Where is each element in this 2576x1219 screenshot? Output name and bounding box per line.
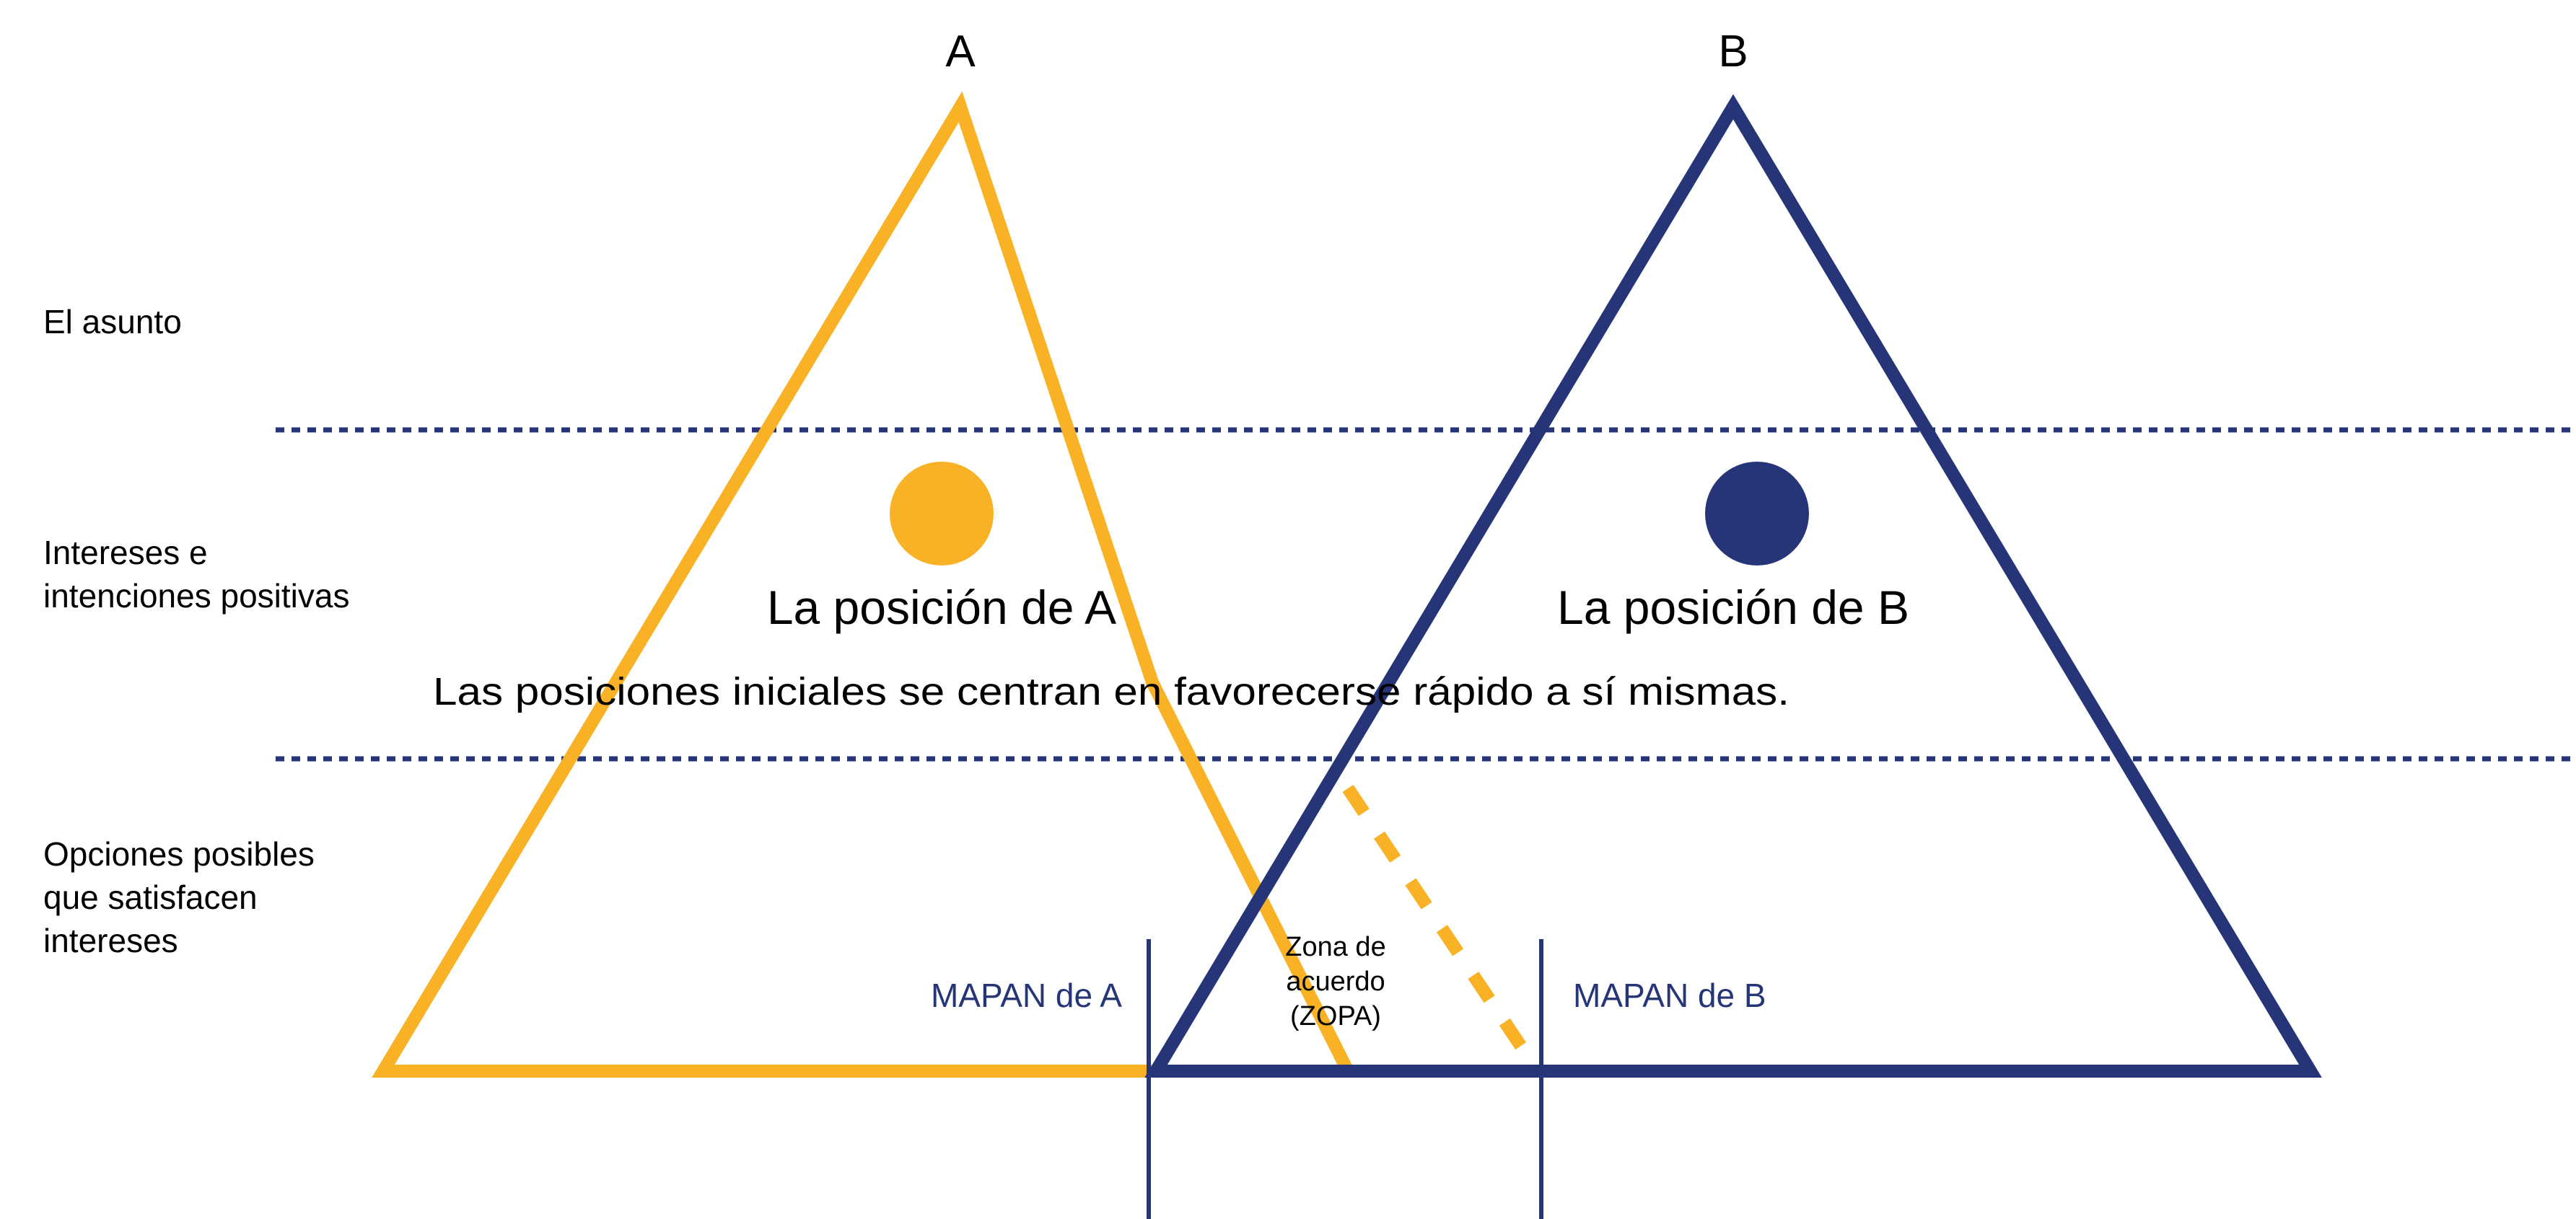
position-b-dot: [1705, 462, 1809, 566]
central-statement: Las posiciones iniciales se centran en f…: [433, 670, 1789, 713]
row-label-options-1: Opciones posibles: [43, 835, 315, 873]
triangle-a-outline: [372, 91, 1354, 1078]
position-a-dot: [890, 462, 994, 566]
zopa-label-line3: (ZOPA): [1290, 1001, 1381, 1031]
position-a-label: La posición de A: [767, 581, 1116, 634]
zopa-label-line2: acuerdo: [1286, 967, 1385, 997]
row-label-interests-1: Intereses e: [43, 534, 208, 571]
position-b-label: La posición de B: [1557, 581, 1909, 634]
mapan-b-label: MAPAN de B: [1573, 977, 1766, 1014]
party-a-label: A: [945, 27, 976, 76]
row-label-options-2: que satisfacen: [43, 879, 258, 916]
zopa-label-line1: Zona de: [1285, 932, 1385, 962]
row-label-issue: El asunto: [43, 303, 182, 340]
mapan-a-label: MAPAN de A: [931, 977, 1122, 1014]
triangle-b: [1144, 94, 2322, 1078]
triangle-a: [372, 91, 1543, 1078]
row-label-interests-2: intenciones positivas: [43, 577, 349, 615]
triangle-a-dashed-edge: [1342, 784, 1543, 1075]
row-label-options-3: intereses: [43, 922, 178, 959]
party-b-label: B: [1718, 27, 1748, 76]
